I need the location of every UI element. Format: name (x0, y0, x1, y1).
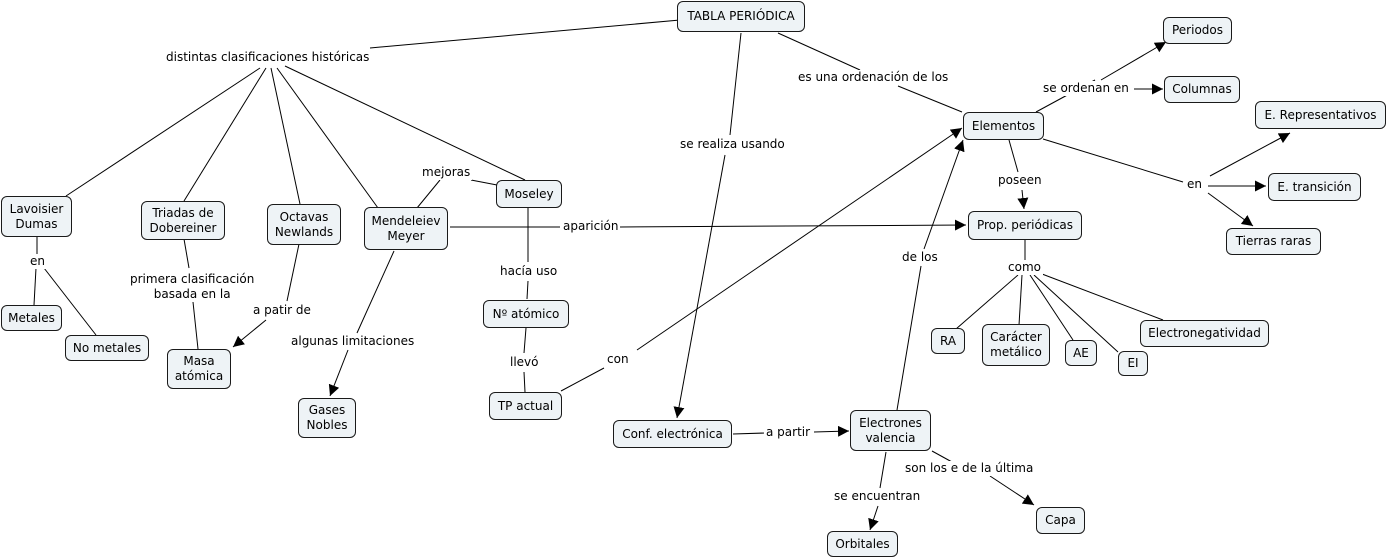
node-e-transicion[interactable]: E. transición (1268, 173, 1361, 201)
node-conf-electronica[interactable]: Conf. electrónica (613, 420, 732, 448)
node-moseley[interactable]: Moseley (496, 180, 562, 208)
node-octavas-newlands[interactable]: Octavas Newlands (267, 204, 341, 245)
node-tabla-periodica[interactable]: TABLA PERIÓDICA (677, 1, 805, 32)
node-gases-nobles[interactable]: Gases Nobles (298, 398, 356, 438)
edge-algunas-gases (328, 349, 349, 397)
node-triadas-dobereiner[interactable]: Triadas de Dobereiner (141, 201, 225, 240)
label-en-metales: en (28, 254, 47, 269)
label-a-partir: a partir (764, 425, 813, 440)
edge-en-metales (33, 267, 37, 306)
label-se-encuentran: se encuentran (832, 489, 923, 504)
node-n-atomico[interactable]: Nº atómico (483, 300, 569, 328)
edge-en-nometales (43, 267, 97, 336)
edge-octavas-apatir (286, 243, 300, 302)
label-se-realiza-usando: se realiza usando (678, 137, 787, 152)
node-caracter-metalico[interactable]: Carácter metálico (982, 324, 1050, 366)
edge-ordenacion-elementos (897, 85, 963, 113)
edge-distintas-triadas (183, 67, 267, 202)
edge-valencia-delos (896, 265, 922, 411)
node-tierras-raras[interactable]: Tierras raras (1226, 228, 1321, 255)
edge-seencuentran-orbitales (868, 505, 879, 531)
node-elementos[interactable]: Elementos (963, 112, 1044, 140)
edge-como-electroneg (1041, 273, 1164, 321)
label-llevo: llevó (508, 355, 541, 370)
label-con: con (605, 352, 631, 367)
node-e-representativos[interactable]: E. Representativos (1255, 101, 1386, 129)
edge-tabla-serealiza (729, 32, 742, 136)
edge-como-ei (1033, 274, 1119, 353)
label-aparicion: aparición (561, 219, 621, 234)
edge-como-ra (955, 274, 1019, 330)
node-prop-periodicas[interactable]: Prop. periódicas (968, 211, 1082, 240)
node-capa[interactable]: Capa (1036, 507, 1085, 534)
edge-conf-apartir (732, 432, 766, 435)
node-lavoisier-dumas[interactable]: Lavoisier Dumas (1, 196, 72, 237)
edge-distintas-mendeleiev (276, 67, 379, 209)
edge-valencia-sonlos (931, 450, 953, 463)
edge-en-tierras (1207, 192, 1254, 227)
edge-tabla-distintas (369, 19, 681, 49)
node-electrones-valencia[interactable]: Electrones valencia (850, 410, 931, 451)
node-ra[interactable]: RA (931, 328, 965, 354)
edge-delos-elementos (923, 139, 965, 250)
edge-haciauso-natomico (526, 280, 529, 300)
label-mejoras: mejoras (420, 165, 473, 180)
edge-primera-masa (192, 301, 199, 350)
edge-mendeleiev-algunas (356, 250, 395, 334)
node-ei[interactable]: EI (1118, 351, 1148, 376)
edge-tabla-ordenacion (777, 32, 861, 71)
node-ae[interactable]: AE (1065, 340, 1097, 366)
node-tp-actual[interactable]: TP actual (489, 392, 562, 420)
label-son-los-e: son los e de la última (903, 461, 1036, 476)
label-como: como (1006, 260, 1043, 275)
node-periodos[interactable]: Periodos (1163, 17, 1232, 44)
label-algunas-limitaciones: algunas limitaciones (289, 334, 417, 349)
edge-en-erepr (1209, 132, 1291, 177)
node-mendeleiev-meyer[interactable]: Mendeleiev Meyer (364, 207, 448, 250)
label-se-ordenan-en: se ordenan en (1041, 81, 1131, 96)
node-orbitales[interactable]: Orbitales (827, 531, 898, 557)
edge-distintas-moseley (284, 65, 526, 181)
node-masa-atomica[interactable]: Masa atómica (167, 349, 231, 389)
edge-mendeleiev-mejoras (416, 179, 441, 209)
edge-tp-con (560, 367, 605, 392)
edge-apatir-masa (232, 319, 267, 348)
label-primera-clasificacion: primera clasificación basada en la (128, 272, 257, 302)
edge-sonlos-capa (989, 475, 1035, 506)
label-poseen: poseen (996, 173, 1044, 188)
label-ordenacion: es una ordenación de los (796, 70, 951, 85)
node-electronegatividad[interactable]: Electronegatividad (1140, 320, 1269, 347)
edge-seordenan-periodos (1100, 41, 1167, 81)
label-distintas-clasificaciones: distintas clasificaciones históricas (164, 50, 372, 65)
edge-elementos-en (1042, 138, 1184, 183)
label-a-patir-de: a patir de (251, 303, 313, 318)
edge-elementos-poseen (1008, 139, 1019, 173)
edge-distintas-lavoisier (65, 67, 261, 197)
edge-distintas-octavas (270, 67, 301, 205)
node-columnas[interactable]: Columnas (1164, 76, 1240, 103)
edge-con-elementos (636, 127, 963, 351)
edge-poseen-prop (1017, 189, 1029, 210)
edge-natomico-llevo (523, 327, 527, 354)
edge-llevo-tp (523, 371, 526, 393)
edge-mejoras-moseley (470, 179, 498, 186)
edge-como-caracter (1018, 274, 1023, 326)
edge-apartir-valencia (813, 425, 850, 437)
node-metales[interactable]: Metales (1, 305, 62, 331)
label-de-los: de los (900, 250, 940, 265)
edge-triadas-primera (183, 238, 190, 269)
edge-valencia-seencuentran (879, 451, 887, 489)
edge-serealiza-conf (673, 154, 726, 419)
node-no-metales[interactable]: No metales (65, 335, 149, 361)
edge-aparicion-prop (619, 219, 967, 231)
label-hacia-uso: hacía uso (498, 264, 560, 279)
edge-como-ae (1029, 274, 1074, 341)
label-en-tipos: en (1185, 177, 1204, 192)
